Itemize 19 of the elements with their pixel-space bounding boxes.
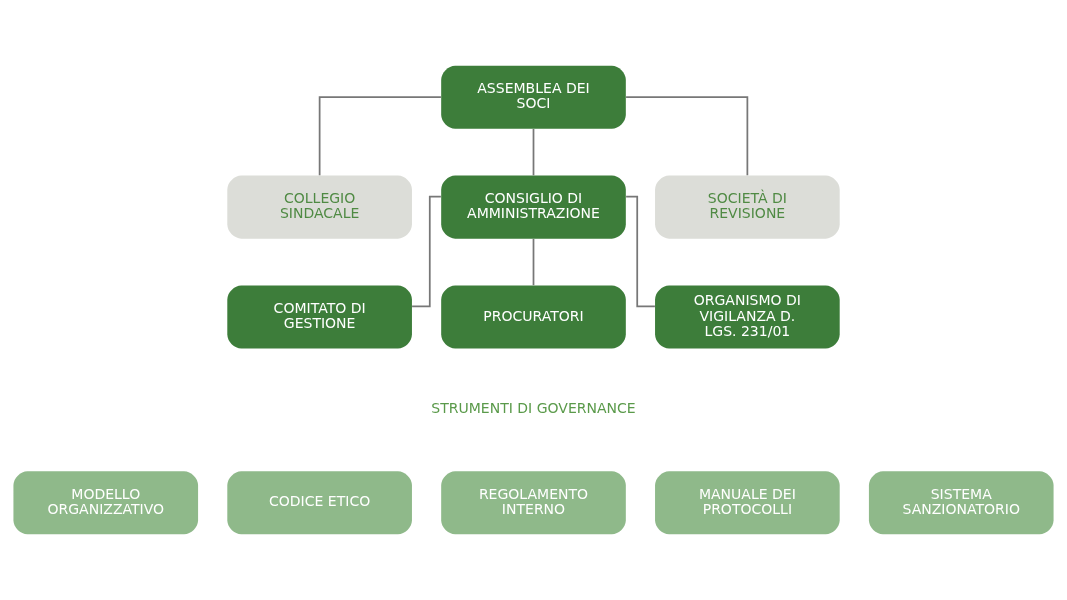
connector: [532, 128, 535, 177]
node-box: MODELLO ORGANIZZATIVO: [13, 471, 199, 535]
node-box: CONSIGLIO DI AMMINISTRAZIONE: [441, 175, 626, 239]
connector: [625, 195, 656, 308]
node-box: REGOLAMENTO INTERNO: [441, 471, 626, 535]
node-box: PROCURATORI: [441, 285, 626, 349]
node-box: MANUALE DEI PROTOCOLLI: [655, 471, 840, 535]
node-box: SOCIETÀ DI REVISIONE: [655, 175, 840, 239]
label: STRUMENTI DI GOVERNANCE: [431, 400, 636, 417]
connector: [625, 96, 749, 177]
node-box: ASSEMBLEA DEI SOCI: [441, 65, 626, 129]
node-box: COMITATO DI GESTIONE: [227, 285, 412, 349]
node-box: ORGANISMO DI VIGILANZA D. LGS. 231/01: [655, 285, 840, 349]
connector: [532, 238, 535, 287]
node-box: CODICE ETICO: [227, 471, 412, 535]
node-box: COLLEGIO SINDACALE: [227, 175, 412, 239]
node-box: SISTEMA SANZIONATORIO: [868, 471, 1054, 535]
connector: [411, 195, 442, 308]
connector: [318, 96, 442, 177]
